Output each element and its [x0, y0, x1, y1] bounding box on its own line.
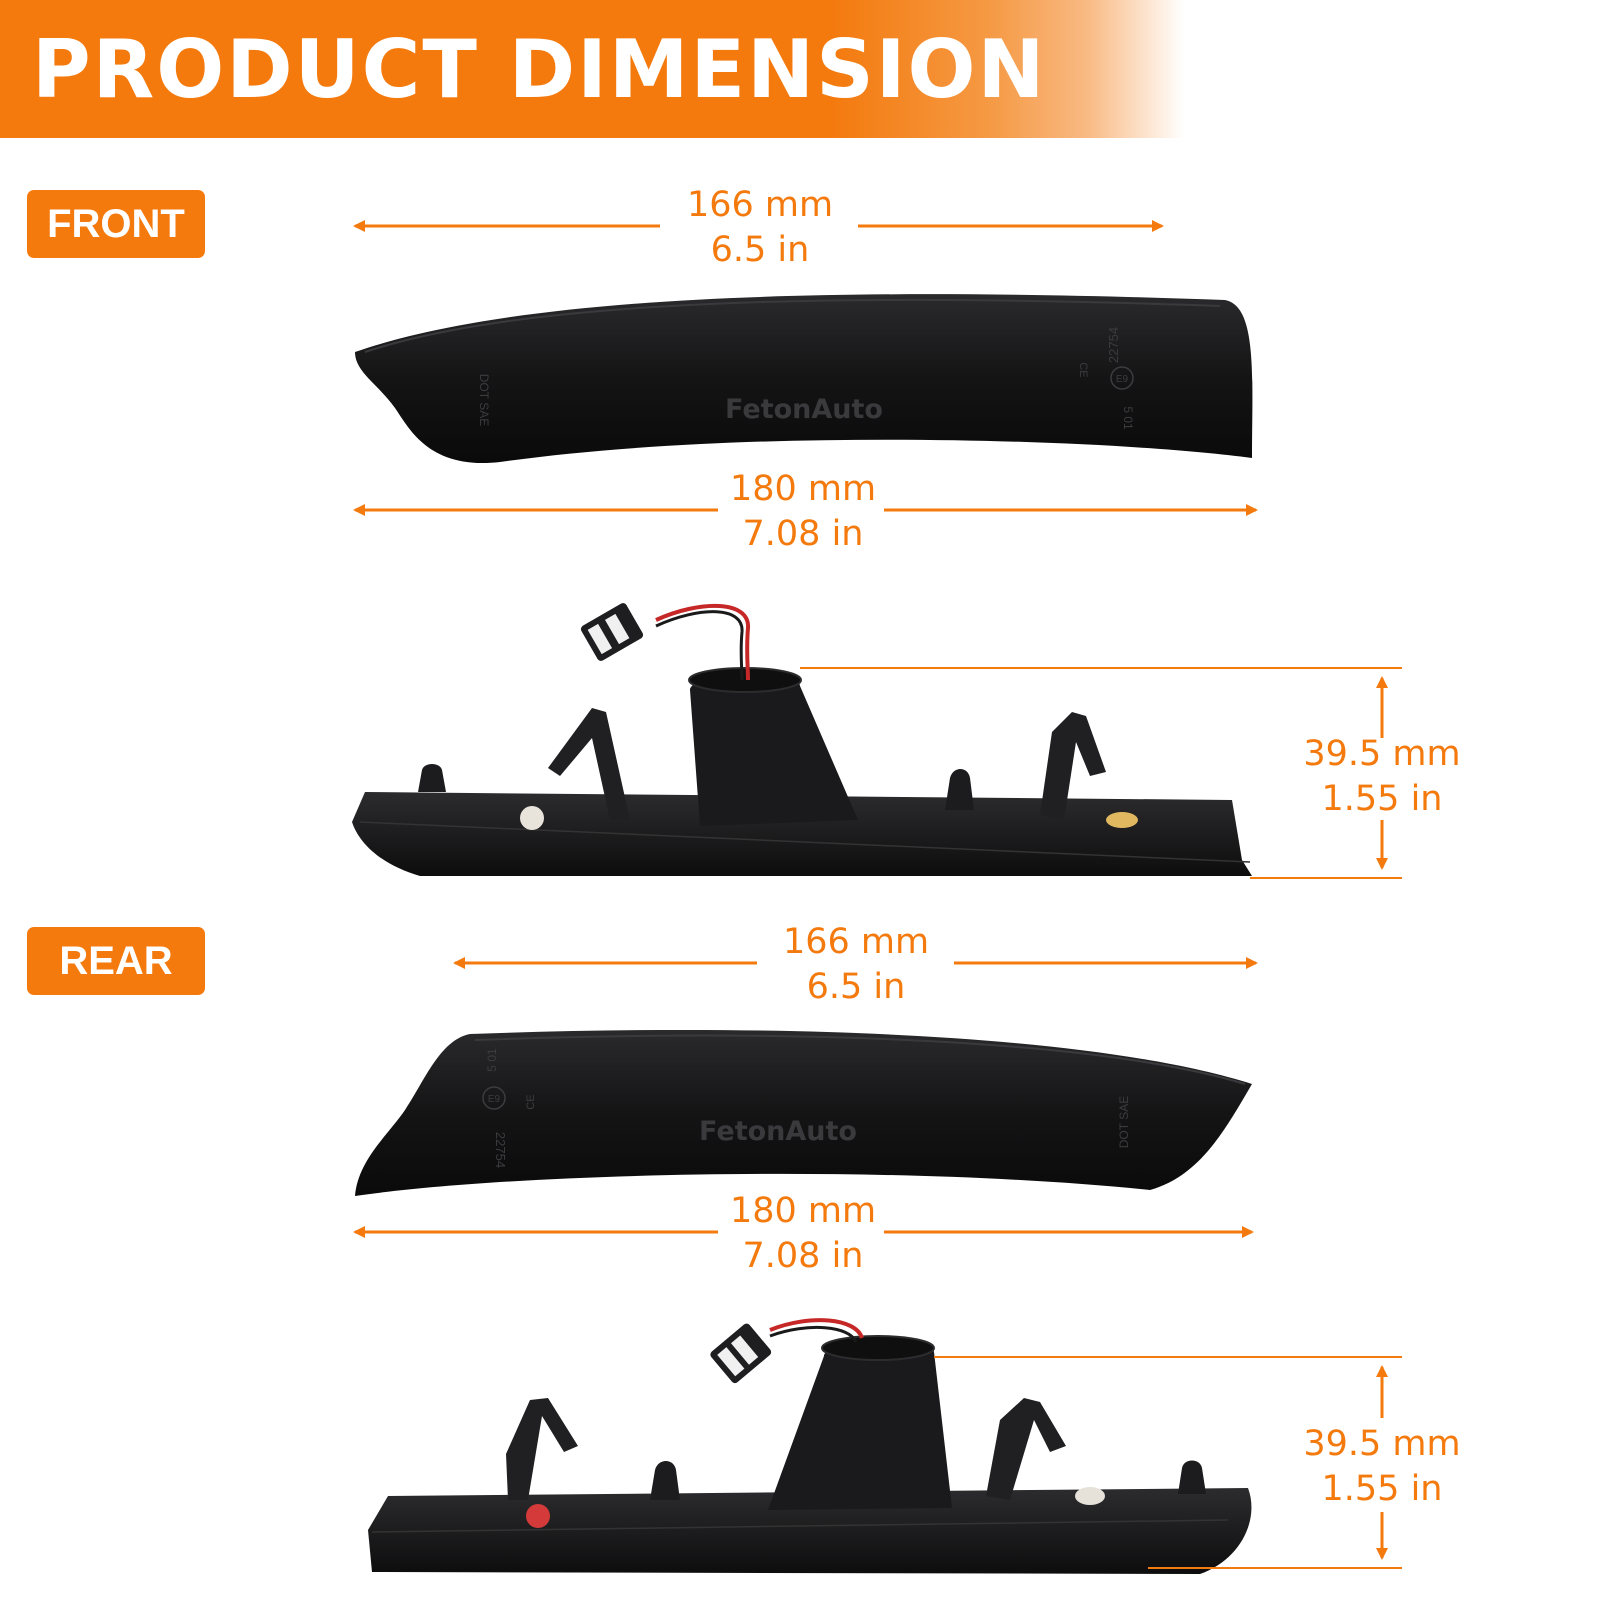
rear-e9-marking: E9: [488, 1094, 501, 1105]
rear-ce-marking: CE: [525, 1094, 537, 1109]
rear-code-marking: 22754: [493, 1132, 508, 1168]
rear-bottom-width-label: 180 mm 7.08 in: [708, 1189, 898, 1279]
front-dot-marking: DOT SAE: [477, 374, 491, 426]
rear-dot-marking: DOT SAE: [1117, 1096, 1131, 1148]
front-height-label: 39.5 mm 1.55 in: [1290, 732, 1474, 822]
front-sn-marking: 5 01: [1121, 406, 1135, 430]
page-title: PRODUCT DIMENSION: [32, 23, 1047, 116]
front-bottom-width-in: 7.08 in: [742, 514, 864, 554]
rear-side-view: [368, 1318, 1252, 1574]
rear-lens: DOT SAE 22754 E9 CE 5 01 FetonAuto: [355, 1029, 1252, 1196]
rear-top-width-mm: 166 mm: [782, 922, 930, 962]
front-top-width-mm: 166 mm: [686, 185, 834, 225]
front-height-mm: 39.5 mm: [1303, 734, 1461, 774]
rear-bottom-width-mm: 180 mm: [729, 1191, 877, 1231]
front-bottom-width-mm: 180 mm: [729, 469, 877, 509]
rear-height-label: 39.5 mm 1.55 in: [1290, 1422, 1474, 1512]
front-side-view: [352, 603, 1252, 876]
front-ce-marking: CE: [1077, 362, 1089, 377]
front-code-marking: 22754: [1106, 327, 1121, 363]
rear-height-mm: 39.5 mm: [1303, 1424, 1461, 1464]
front-e9-marking: E9: [1116, 374, 1129, 385]
rear-height-arrow: [934, 1356, 1402, 1569]
rear-top-width-label: 166 mm 6.5 in: [756, 920, 956, 1010]
rear-brand-logo: FetonAuto: [699, 1116, 857, 1147]
front-height-arrow: [800, 667, 1402, 879]
front-bottom-width-label: 180 mm 7.08 in: [708, 467, 898, 557]
rear-badge: REAR: [27, 927, 205, 995]
front-top-width-label: 166 mm 6.5 in: [660, 183, 860, 273]
rear-height-in: 1.55 in: [1321, 1469, 1443, 1509]
rear-top-width-in: 6.5 in: [806, 967, 906, 1007]
front-lens: DOT SAE 22754 E9 CE 5 01 FetonAuto: [355, 294, 1253, 464]
header-band: [0, 0, 1600, 138]
front-brand-logo: FetonAuto: [725, 394, 883, 425]
front-height-in: 1.55 in: [1321, 779, 1443, 819]
rear-sn-marking: 5 01: [485, 1048, 499, 1072]
rear-bottom-width-in: 7.08 in: [742, 1236, 864, 1276]
front-top-width-in: 6.5 in: [710, 230, 810, 270]
front-badge: FRONT: [27, 190, 205, 258]
